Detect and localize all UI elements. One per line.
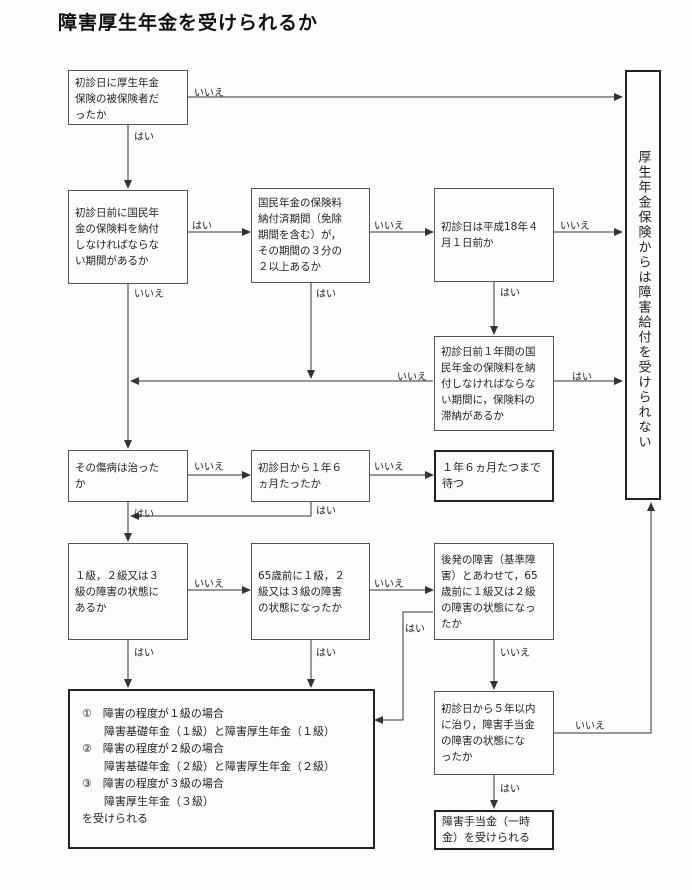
box-before-65: 65歳前に１級，２ 級又は３級の障害 の状態になったか bbox=[251, 543, 370, 640]
label-no: いいえ bbox=[194, 462, 224, 473]
box-paid-period: 国民年金の保険料 納付済期間（免除 期間を含む）が， その期間の３分の ２以上あ… bbox=[251, 188, 370, 283]
label-yes: はい bbox=[134, 132, 154, 143]
box-combined: 後発の障害（基準障 害）とあわせて，65 歳前に１級又は２級 の障害の状態になっ… bbox=[434, 543, 554, 640]
label-yes: はい bbox=[316, 506, 336, 517]
box-pension-period: 初診日前に国民年 金の保険料を納付 しなければならな い期間があるか bbox=[68, 190, 188, 284]
box-no-benefit: 厚生年金保険からは障害給付を受けられない bbox=[625, 70, 661, 500]
label-yes: はい bbox=[134, 648, 154, 659]
label-no: いいえ bbox=[575, 721, 605, 732]
label-no: いいえ bbox=[397, 372, 427, 383]
label-no: いいえ bbox=[134, 289, 164, 300]
label-yes: はい bbox=[134, 509, 154, 520]
box-elapsed: 初診日から１年６ ヵ月たったか bbox=[251, 450, 370, 502]
page-title: 障害厚生年金を受けられるか bbox=[58, 12, 319, 34]
label-yes: はい bbox=[500, 288, 520, 299]
label-yes: はい bbox=[316, 648, 336, 659]
arrow-combined-yes bbox=[374, 611, 433, 724]
label-yes: はい bbox=[572, 372, 592, 383]
label-no: いいえ bbox=[374, 462, 404, 473]
label-no: いいえ bbox=[500, 648, 530, 659]
label-yes: はい bbox=[192, 221, 212, 232]
box-five-years: 初診日から５年以内 に治り，障害手当金 の障害の状態にな ったか bbox=[434, 691, 554, 775]
label-no: いいえ bbox=[194, 88, 224, 99]
label-no: いいえ bbox=[374, 221, 404, 232]
box-arrears: 初診日前１年間の国 民年金の保険料を納 付しなければならな い期間に，保険料の … bbox=[434, 336, 554, 431]
label-yes: はい bbox=[500, 784, 520, 795]
box-before-h18: 初診日は平成18年４ 月１日前か bbox=[434, 188, 554, 282]
box-result: ① 障害の程度が１級の場合 障害基礎年金（１級）と障害厚生年金（１級） ② 障害… bbox=[68, 689, 375, 849]
label-yes: はい bbox=[405, 624, 425, 635]
box-lump-sum: 障害手当金（一時 金）を受けられる bbox=[434, 810, 554, 850]
arrow-five-no bbox=[554, 502, 655, 734]
arrow-elapsed-yes bbox=[130, 502, 312, 520]
box-cured: その傷病は治った か bbox=[68, 450, 188, 502]
label-no: いいえ bbox=[194, 579, 224, 590]
no-benefit-text: 厚生年金保険からは障害給付を受けられない bbox=[635, 150, 651, 450]
label-no: いいえ bbox=[374, 579, 404, 590]
box-insured: 初診日に厚生年金 保険の被保険者だ ったか bbox=[68, 70, 188, 125]
box-wait: １年６ヵ月たつまで 待つ bbox=[434, 450, 554, 502]
label-yes: はい bbox=[316, 289, 336, 300]
label-no: いいえ bbox=[560, 221, 590, 232]
box-disabled-grade: １級，２級又は３ 級の障害の状態に あるか bbox=[68, 543, 188, 640]
